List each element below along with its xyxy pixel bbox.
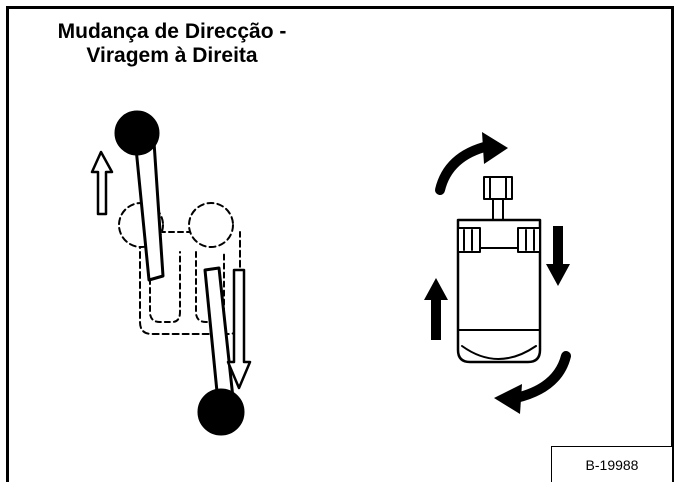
frame-border-left	[6, 6, 9, 482]
section-title: Mudança de Direcção - Viragem à Direita	[12, 20, 332, 68]
figure-reference-code: B-19988	[551, 446, 672, 482]
frame-border-top	[6, 6, 673, 9]
right-lever-shaft	[203, 266, 235, 404]
up-arrow-icon	[90, 150, 114, 216]
right-lever-knob	[197, 388, 245, 436]
right-lever-neutral-knob	[188, 202, 234, 248]
lift-arm-top	[483, 176, 513, 200]
curved-arrow-icon	[435, 132, 508, 195]
left-lever-knob	[114, 110, 160, 156]
left-track	[457, 227, 481, 253]
rear-bumper	[461, 345, 537, 360]
frame-border-right	[671, 6, 674, 482]
right-track	[517, 227, 541, 253]
down-arrow-icon	[546, 226, 570, 286]
title-line-1: Mudança de Direcção -	[57, 20, 287, 43]
machine-body	[456, 218, 542, 364]
down-arrow-icon	[226, 268, 252, 390]
control-levers-diagram	[90, 110, 252, 436]
title-line-2: Viragem à Direita	[86, 44, 258, 67]
curved-arrow-icon	[494, 351, 571, 414]
up-arrow-icon	[424, 278, 448, 340]
lever-slot-left	[149, 251, 181, 323]
machine-top-view	[424, 132, 571, 414]
